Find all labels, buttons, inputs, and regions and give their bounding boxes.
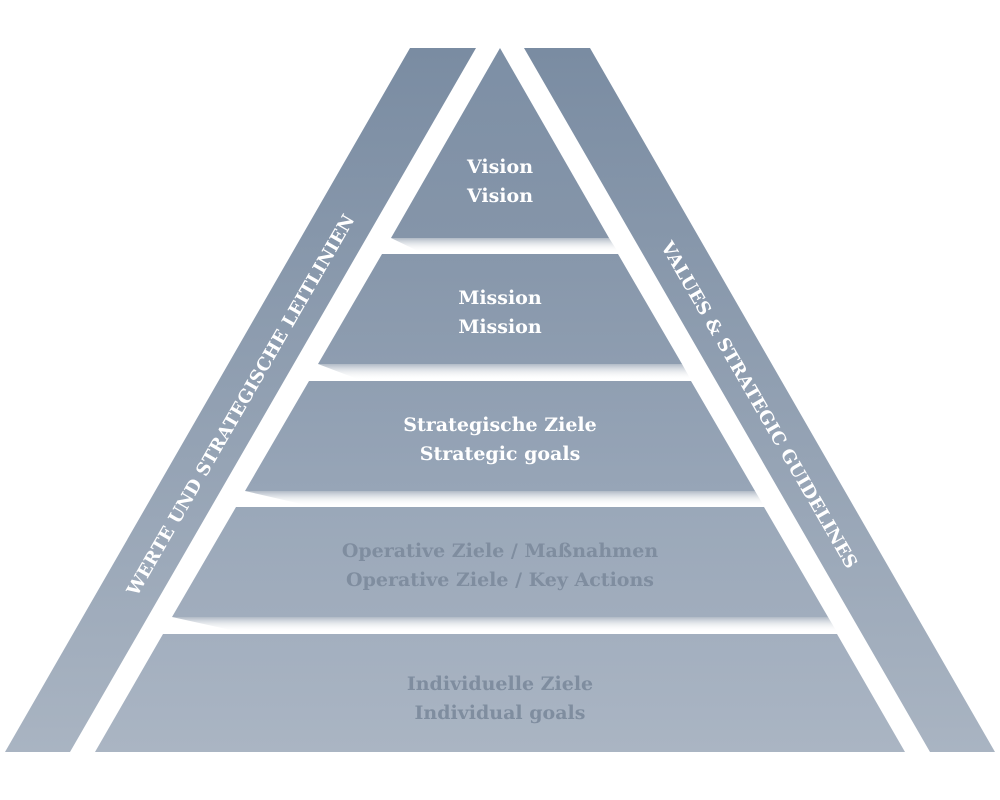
individual-goals-label-de: Individuelle Ziele — [407, 673, 593, 695]
tier-individual-goals — [95, 634, 905, 752]
tier-strategic-goals-shadow — [245, 491, 764, 506]
tier-operative-goals — [172, 507, 828, 617]
tier-operative-goals-shadow — [172, 617, 837, 632]
strategic-goals-label-en: Strategic goals — [420, 443, 581, 465]
mission-label-en: Mission — [458, 316, 542, 338]
operative-goals-label-en: Operative Ziele / Key Actions — [346, 569, 654, 591]
tier-mission-shadow — [318, 364, 691, 380]
mission-label-de: Mission — [458, 287, 542, 309]
vision-label-en: Vision — [466, 185, 533, 207]
vision-label-de: Vision — [466, 156, 533, 178]
right-side-bar — [524, 48, 995, 752]
tier-vision-shadow — [391, 238, 618, 252]
tier-strategic-goals — [245, 381, 755, 491]
left-side-bar — [5, 48, 476, 752]
tier-mission — [318, 254, 682, 364]
operative-goals-label-de: Operative Ziele / Maßnahmen — [342, 540, 659, 562]
tier-vision — [391, 48, 609, 238]
individual-goals-label-en: Individual goals — [415, 702, 586, 724]
strategic-goals-label-de: Strategische Ziele — [403, 414, 596, 436]
